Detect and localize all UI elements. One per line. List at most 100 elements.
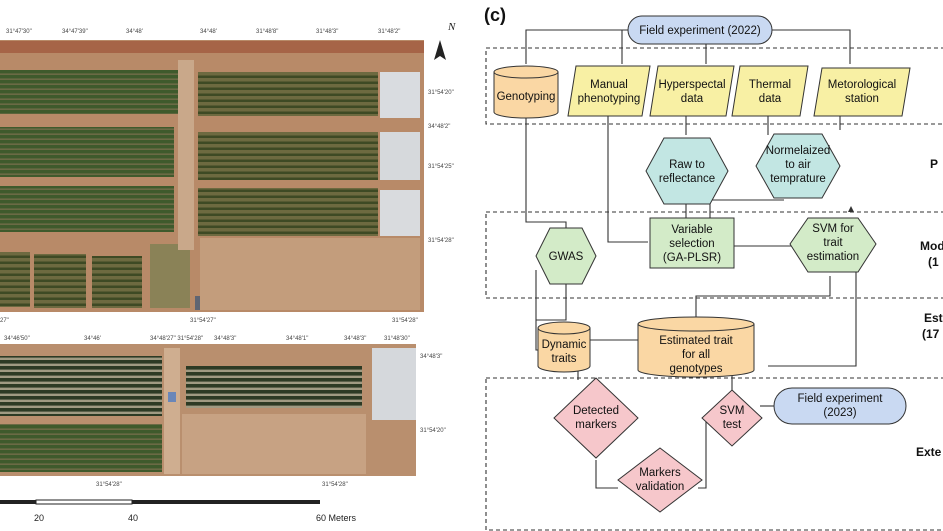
svg-text:60 Meters: 60 Meters	[316, 513, 357, 523]
estimated-trait-node: Estimated trait for all genotypes	[637, 316, 755, 378]
svg-text:Dynamic: Dynamic	[542, 339, 587, 351]
connector	[525, 29, 628, 64]
svg-text:34°47'39": 34°47'39"	[62, 29, 88, 35]
svg-text:Variable: Variable	[671, 224, 712, 236]
svg-text:Metorological: Metorological	[828, 79, 896, 91]
panel-label: (c)	[484, 5, 506, 25]
svg-text:to air: to air	[785, 159, 811, 171]
svg-text:31°48'8": 31°48'8"	[256, 29, 278, 35]
svg-text:genotypes: genotypes	[669, 363, 722, 375]
phase-box-2	[485, 211, 943, 299]
svg-text:34°48'3": 34°48'3"	[214, 336, 236, 342]
svg-text:phenotyping: phenotyping	[578, 93, 641, 105]
svg-text:Est: Est	[924, 311, 943, 325]
aerial-map: 31°47'30" 34°47'39" 34°48' 34°48' 31°48'…	[0, 21, 456, 523]
svg-text:31°54'25": 31°54'25"	[428, 164, 454, 170]
meteorological-station-node: Metorological station	[813, 67, 911, 117]
svg-text:31°54'20": 31°54'20"	[428, 90, 454, 96]
svm-trait-estimation-node: SVM for trait estimation	[789, 217, 877, 273]
workflow-diagram: (c) Field experiment (2022) Genotyping M…	[484, 5, 943, 531]
svg-text:34°48'1": 34°48'1"	[286, 336, 308, 342]
svg-text:reflectance: reflectance	[659, 173, 715, 185]
connector	[698, 420, 707, 489]
variable-selection-node: Variable selection (GA-PLSR)	[649, 217, 735, 269]
svg-text:34°48': 34°48'	[126, 29, 143, 35]
connector	[768, 29, 851, 64]
svg-text:Raw to: Raw to	[669, 159, 705, 171]
phase-box-4	[485, 377, 943, 531]
svg-text:(GA-PLSR): (GA-PLSR)	[663, 252, 721, 264]
upper-top-coords: 31°47'30" 34°47'39" 34°48' 34°48' 31°48'…	[6, 29, 400, 35]
svg-text:31°54'20": 31°54'20"	[420, 428, 446, 434]
phase-labels: P Mod (1 Est (17 Exte	[916, 157, 943, 459]
svg-text:Hyperspectal: Hyperspectal	[658, 79, 725, 91]
svg-text:traits: traits	[552, 353, 577, 365]
svg-text:34°48'3": 34°48'3"	[420, 354, 442, 360]
svg-text:Field experiment (2022): Field experiment (2022)	[639, 25, 761, 37]
svg-text:31°54'27": 31°54'27"	[190, 318, 216, 324]
svg-text:estimation: estimation	[807, 251, 859, 263]
svg-text:SVM: SVM	[720, 405, 745, 417]
svg-text:temprature: temprature	[770, 173, 826, 185]
svg-text:34°48': 34°48'	[200, 29, 217, 35]
svg-text:Genotyping: Genotyping	[497, 91, 556, 103]
raw-to-reflectance-node: Raw to reflectance	[645, 137, 729, 205]
lower-top-coords: 34°46'50" 34°46' 34°48'27" 31°54'28" 34°…	[4, 336, 410, 342]
svg-text:31°54'28": 31°54'28"	[322, 482, 348, 488]
svg-text:SVM for: SVM for	[812, 223, 854, 235]
connector	[768, 268, 857, 367]
lower-map	[0, 344, 416, 476]
svg-text:31°47'30": 31°47'30"	[6, 29, 32, 35]
svg-text:(1: (1	[928, 255, 939, 269]
detected-markers-node: Detected markers	[553, 377, 639, 459]
svg-text:selection: selection	[669, 238, 714, 250]
svg-text:P: P	[930, 157, 938, 171]
svg-text:34°48'27" 31°54'28": 34°48'27" 31°54'28"	[150, 336, 203, 342]
upper-right-coords: 31°54'20" 34°48'2" 31°54'25" 31°54'28"	[428, 90, 454, 244]
svg-text:34°46'50": 34°46'50"	[4, 336, 30, 342]
hyperspectral-data-node: Hyperspectal data	[649, 65, 735, 117]
svg-text:27": 27"	[0, 318, 9, 324]
svg-text:Detected: Detected	[573, 405, 619, 417]
svg-text:34°48'2": 34°48'2"	[428, 124, 450, 130]
genotyping-node: Genotyping	[493, 65, 559, 119]
connector	[595, 460, 618, 489]
svg-text:Normelaized: Normelaized	[766, 145, 831, 157]
north-arrow: N	[434, 21, 456, 60]
svg-text:34°48'3": 34°48'3"	[344, 336, 366, 342]
svg-text:(2023): (2023)	[823, 407, 856, 419]
svg-text:31°48'2": 31°48'2"	[378, 29, 400, 35]
lower-right-coords: 34°48'3" 31°54'20"	[420, 354, 446, 434]
svg-text:for all: for all	[682, 349, 710, 361]
svg-text:trait: trait	[823, 237, 843, 249]
thermal-data-node: Thermal data	[731, 65, 809, 117]
svg-text:markers: markers	[575, 419, 617, 431]
svg-text:31°54'28": 31°54'28"	[96, 482, 122, 488]
svg-text:GWAS: GWAS	[549, 251, 584, 263]
svg-text:31°48'30": 31°48'30"	[384, 336, 410, 342]
field-experiment-2023-node: Field experiment (2023)	[773, 387, 907, 425]
svg-text:test: test	[723, 419, 742, 431]
svg-text:Manual: Manual	[590, 79, 628, 91]
svg-text:Thermal: Thermal	[749, 79, 791, 91]
svg-text:data: data	[759, 93, 782, 105]
connector	[607, 116, 648, 243]
svg-text:Estimated trait: Estimated trait	[659, 335, 733, 347]
svg-text:data: data	[681, 93, 704, 105]
svg-text:31°54'28": 31°54'28"	[428, 238, 454, 244]
arrow-head	[848, 206, 854, 212]
normalized-to-air-temperature-node: Normelaized to air temprature	[755, 133, 841, 199]
markers-validation-node: Markers validation	[617, 447, 703, 513]
svg-text:Exte: Exte	[916, 445, 942, 459]
aerial-map-panel: 31°47'30" 34°47'39" 34°48' 34°48' 31°48'…	[0, 21, 456, 523]
scale-bar: 20 40 60 Meters	[0, 499, 357, 523]
svg-text:(17: (17	[922, 327, 940, 341]
svg-text:34°46': 34°46'	[84, 336, 101, 342]
lower-bottom-coords: 31°54'28" 31°54'28"	[96, 482, 348, 488]
connector	[695, 276, 831, 318]
mid-coords: 27" 31°54'27" 31°54'28"	[0, 318, 418, 324]
svg-text:40: 40	[128, 513, 138, 523]
svg-text:31°48'3": 31°48'3"	[316, 29, 338, 35]
connector	[709, 199, 784, 218]
svm-test-node: SVM test	[701, 389, 763, 447]
